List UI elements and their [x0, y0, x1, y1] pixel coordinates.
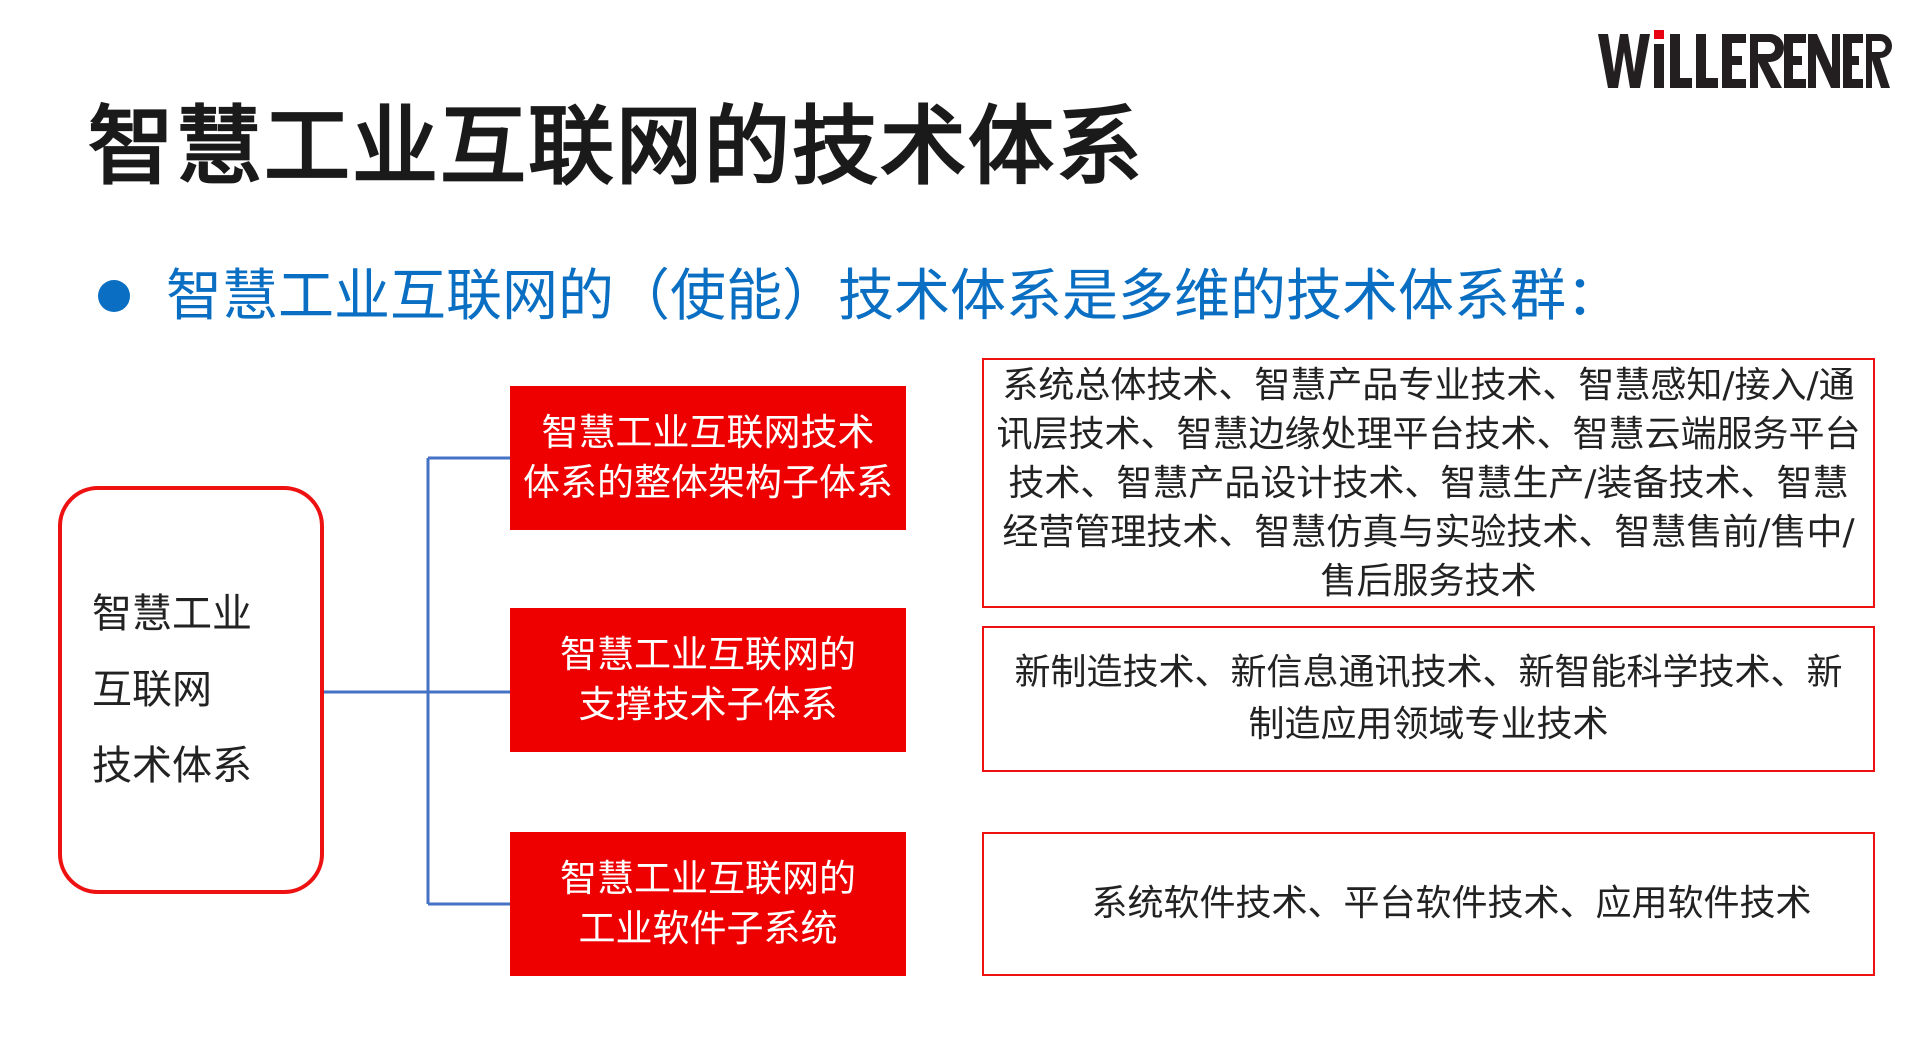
- description-text: 系统总体技术、智慧产品专业技术、智慧感知/接入/通讯层技术、智慧边缘处理平台技术…: [996, 364, 1861, 602]
- branch-description-architecture: 系统总体技术、智慧产品专业技术、智慧感知/接入/通讯层技术、智慧边缘处理平台技术…: [982, 358, 1875, 608]
- slide-title: 智慧工业互联网的技术体系: [88, 97, 1144, 197]
- branch-label-line: 智慧工业互联网的: [560, 857, 856, 900]
- branch-label-line: 智慧工业互联网技术: [541, 411, 875, 454]
- root-line: 智慧工业: [92, 591, 252, 637]
- branch-label-line: 智慧工业互联网的: [560, 633, 856, 676]
- root-line: 技术体系: [92, 743, 252, 789]
- branch-label-line: 工业软件子系统: [578, 907, 838, 950]
- root-node: 智慧工业 互联网 技术体系: [58, 486, 324, 894]
- willer-energy-logo: [1598, 30, 1892, 88]
- description-text: 系统软件技术、平台软件技术、应用软件技术: [1091, 883, 1812, 924]
- branch-label-line: 体系的整体架构子体系: [523, 461, 893, 504]
- bullet-dot: [98, 280, 130, 312]
- bullet-text: 智慧工业互联网的（使能）技术体系是多维的技术体系群：: [166, 264, 1622, 329]
- description-text: 新制造技术、新信息通讯技术、新智能科学技术、新制造应用领域专业技术: [1014, 652, 1843, 745]
- branch-node-software: 智慧工业互联网的 工业软件子系统: [510, 832, 906, 976]
- branch-node-support: 智慧工业互联网的 支撑技术子体系: [510, 608, 906, 752]
- branch-description-support: 新制造技术、新信息通讯技术、新智能科学技术、新制造应用领域专业技术: [982, 626, 1875, 772]
- branch-label-line: 支撑技术子体系: [578, 683, 838, 726]
- branch-description-software: 系统软件技术、平台软件技术、应用软件技术: [982, 832, 1875, 976]
- branch-node-architecture: 智慧工业互联网技术 体系的整体架构子体系: [510, 386, 906, 530]
- root-line: 互联网: [92, 667, 212, 713]
- root-node-label: 智慧工业 互联网 技术体系: [92, 576, 252, 804]
